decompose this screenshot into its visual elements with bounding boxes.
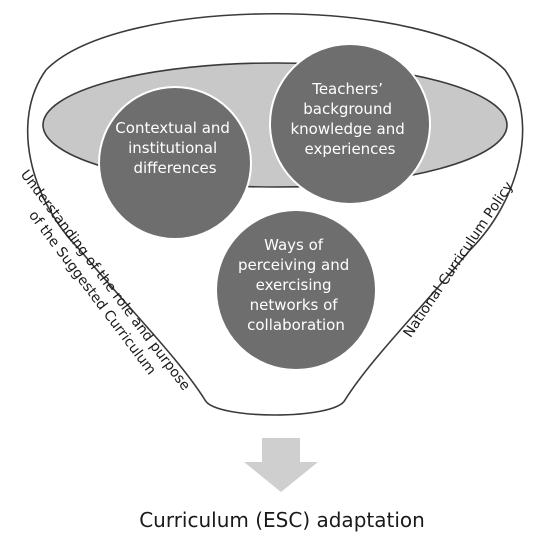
circle-contextual-text: Contextual and institutional differences	[115, 119, 234, 177]
circle-teachers-text: Teachers’ background knowledge and exper…	[290, 80, 409, 158]
circle-teachers	[269, 43, 431, 205]
circle-ways	[215, 209, 377, 371]
circle-contextual	[98, 86, 252, 240]
down-arrow-icon	[244, 438, 318, 492]
circle-ways-text: Ways of perceiving and exercising networ…	[238, 236, 354, 334]
output-label: Curriculum (ESC) adaptation	[139, 508, 425, 532]
